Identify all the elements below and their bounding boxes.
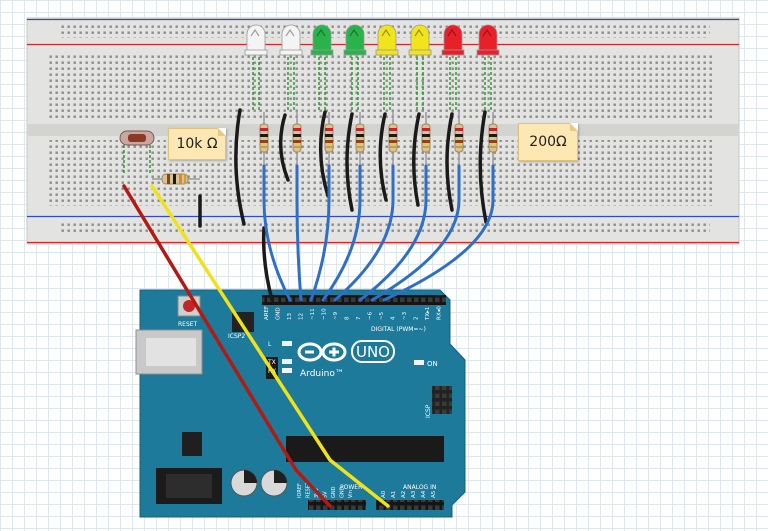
atmega-chip (286, 436, 444, 462)
resistor-200 (454, 112, 464, 168)
uno-badge (351, 340, 395, 363)
digital-pin-label: ~3 (402, 311, 408, 320)
black-wire (345, 112, 354, 212)
digital-pin-label: RX◂0 (437, 306, 443, 320)
wire-layer (122, 108, 495, 508)
arduino-uno-board: UNO Arduino™ ON RESET ICSP2 L TX RX DIGI… (135, 289, 466, 518)
analog-pin-label: A0 (381, 490, 387, 498)
led-white (279, 24, 303, 112)
black-wire (378, 112, 388, 202)
power-pin-label: IOREF (297, 483, 303, 498)
led-red (476, 24, 500, 112)
analog-pin-label: A5 (431, 490, 437, 498)
blue-wire (262, 164, 292, 302)
bottom-power-rail (60, 221, 710, 235)
led-green (310, 24, 334, 112)
icsp2-label: ICSP2 (228, 333, 245, 340)
digital-pin-label: ~10 (322, 308, 328, 320)
blue-wire (333, 164, 395, 302)
digital-pin-label: 12 (299, 313, 305, 320)
resistor-200 (488, 112, 498, 168)
blue-wire (321, 164, 362, 302)
power-pin-label: GND (331, 486, 337, 498)
digital-label: DIGITAL (PWM=~) (371, 326, 426, 333)
photoresistor (119, 130, 155, 174)
black-wire (445, 112, 454, 212)
digital-pin-label: ~6 (368, 311, 374, 320)
digital-pin-label: 8 (345, 316, 351, 320)
digital-pin-label: ~11 (310, 308, 316, 320)
analog-pin-labels: A0 A1 A2 A3 A4 A5 (381, 490, 437, 498)
yellow-wire (150, 184, 390, 508)
black-wire (234, 108, 246, 226)
led-yellow (408, 24, 432, 112)
analog-pin-label: A2 (401, 491, 407, 498)
icsp-label: ICSP (425, 404, 432, 418)
analog-pin-label: A1 (391, 491, 397, 498)
analog-pin-label: A3 (411, 490, 417, 498)
resistor-200 (355, 112, 365, 168)
blue-wire (358, 164, 428, 302)
power-pin-label: Vin (348, 490, 354, 498)
blue-wire (382, 164, 495, 302)
red-wire (122, 184, 332, 508)
digital-pin-label: ~9 (333, 311, 339, 320)
digital-pin-label: TX▸1 (425, 307, 431, 321)
led-row (244, 24, 500, 112)
power-label: POWER (340, 484, 362, 491)
black-wire (478, 110, 488, 224)
analog-pin-label: A4 (421, 490, 427, 498)
resistor-200 (259, 112, 269, 168)
tx-label: TX (267, 359, 276, 366)
led-red (441, 24, 465, 112)
brand-text: Arduino™ (300, 369, 344, 379)
led-green (343, 24, 367, 112)
l-label: L (268, 341, 272, 348)
reset-label: RESET (178, 321, 198, 328)
terminal-block-top (48, 54, 714, 120)
resistor-10k-label: 10k Ω (168, 128, 226, 160)
resistor-200-label: 200Ω (518, 123, 578, 161)
analog-label: ANALOG IN (403, 484, 436, 491)
black-wire (261, 226, 274, 302)
digital-pin-label: 2 (414, 317, 420, 321)
resistor-200 (292, 112, 302, 168)
black-wire (318, 110, 330, 198)
resistor-row (259, 112, 498, 168)
arduino-logo-icon (297, 342, 347, 362)
on-label: ON (427, 360, 438, 368)
voltage-regulator (182, 432, 202, 456)
led-white (244, 24, 268, 112)
blue-wire (295, 164, 303, 302)
digital-pin-label: GND (276, 307, 282, 320)
led-yellow (375, 24, 399, 112)
black-wire (412, 112, 421, 207)
digital-pin-label: ~5 (379, 311, 385, 320)
blue-wire (370, 164, 461, 302)
power-pin-label: GND (340, 486, 346, 498)
resistor-200 (388, 112, 398, 168)
resistor-200 (324, 112, 334, 168)
digital-pin-labels: AREF GND 13 12 ~11 ~10 ~9 8 7 ~6 ~5 4 ~3 2 TX▸1 RX◂0 (264, 306, 443, 321)
digital-pin-label: 7 (356, 316, 362, 320)
black-wire (278, 113, 290, 182)
digital-pin-label: 13 (287, 313, 293, 320)
power-pin-label: RESET (306, 481, 312, 498)
blue-wire (309, 164, 331, 302)
power-pin-label: 5V (323, 491, 329, 498)
resistor-200 (421, 112, 431, 168)
digital-pin-label: 4 (391, 316, 397, 320)
digital-pin-label: AREF (264, 306, 270, 320)
resistor-10k (152, 173, 200, 185)
uno-logo-text: UNO (356, 343, 390, 361)
